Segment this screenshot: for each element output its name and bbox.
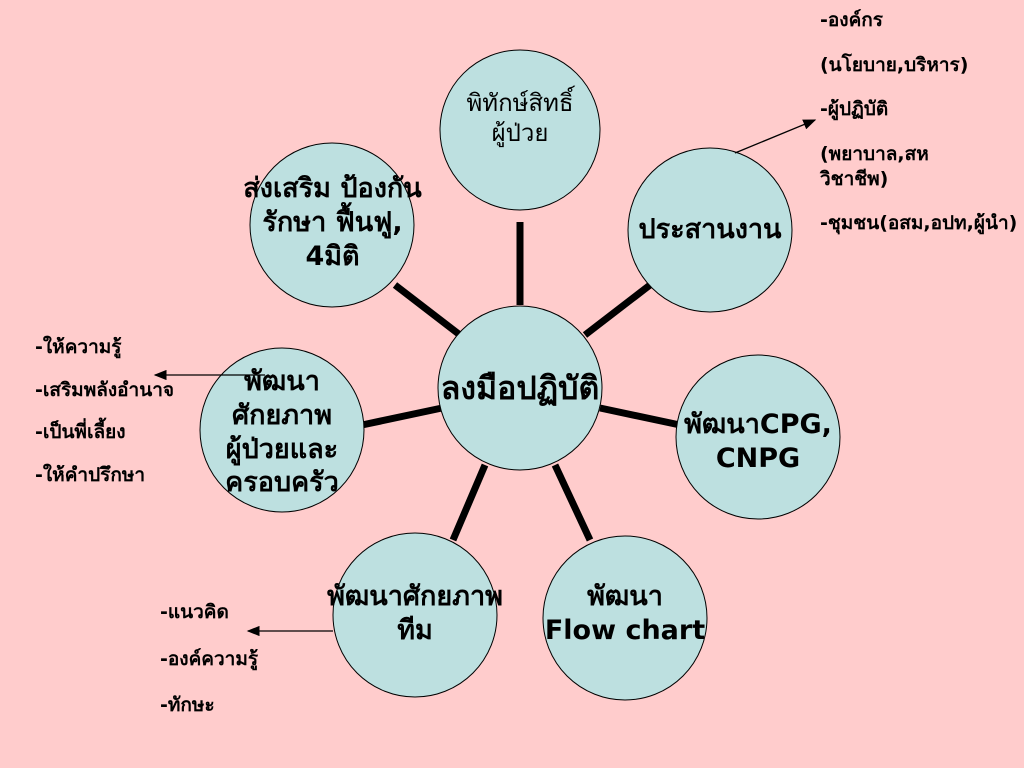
node-rights-label: พิทักษ์สิทธิ์ ผู้ป่วย [466,89,574,147]
coordinate-note-4: (พยาบาล,สหวิชาชีพ) [820,143,929,190]
coordinate-note-5: -ชุมชน(อสม,อปท,ผู้นำ) [820,212,1018,235]
node-flow-circle [542,535,708,701]
arrow-to-coordinate-notes [734,119,817,154]
connector-coordinate [582,282,653,338]
connector-promote [392,282,463,338]
node-coordinate-label: ประสานงาน [638,214,782,245]
center-label: ลงมือปฏิบัติ [440,369,600,407]
coordinate-note-1: -องค์กร [820,9,883,31]
node-cpg-label: พัฒนาCPG, CNPG [684,409,832,474]
connector-cpg [599,404,681,429]
patient-note-3: -เป็นพี่เลี้ยง [35,421,126,444]
connector-lines [361,222,681,542]
node-flow-label: พัฒนา Flow chart [544,581,706,646]
coordinate-note-3: -ผู้ปฏิบัติ [820,98,889,121]
patient-note-1: -ให้ความรู้ [35,336,122,358]
node-rights-circle [439,49,601,211]
patient-note-4: -ให้คำปรึกษา [35,464,146,487]
node-develop-patient-label: พัฒนา ศักยภาพ ผู้ป่วยและ ครอบครัว [225,366,339,499]
team-note-1: -แนวคิด [160,601,229,623]
node-team-label: พัฒนาศักยภาพ ทีม [327,581,503,646]
connector-develop-patient [361,404,443,429]
connector-flow [551,463,594,542]
node-team-circle [332,532,498,698]
node-cpg-circle [675,354,841,520]
team-note-3: -ทักษะ [160,694,215,717]
node-promote-label: ส่งเสริม ป้องกัน รักษา ฟื้นฟู, 4มิติ [243,173,422,272]
coordinate-note-2: (นโยบาย,บริหาร) [820,53,969,76]
coordinate-notes: -องค์กร (นโยบาย,บริหาร) -ผู้ปฏิบัติ (พยา… [820,8,1018,236]
center-circle [437,305,603,471]
patient-notes: -ให้ความรู้ -เสริมพลังอำนาจ -เป็นพี่เลี้… [35,335,185,488]
connector-team [449,463,489,542]
node-coordinate-circle [627,147,793,313]
team-note-2: -องค์ความรู้ [160,647,259,670]
team-notes: -แนวคิด -องค์ความรู้ -ทักษะ [160,600,360,718]
node-promote-circle [249,142,415,308]
patient-note-2: -เสริมพลังอำนาจ [35,378,175,401]
node-develop-patient-circle [199,347,365,513]
